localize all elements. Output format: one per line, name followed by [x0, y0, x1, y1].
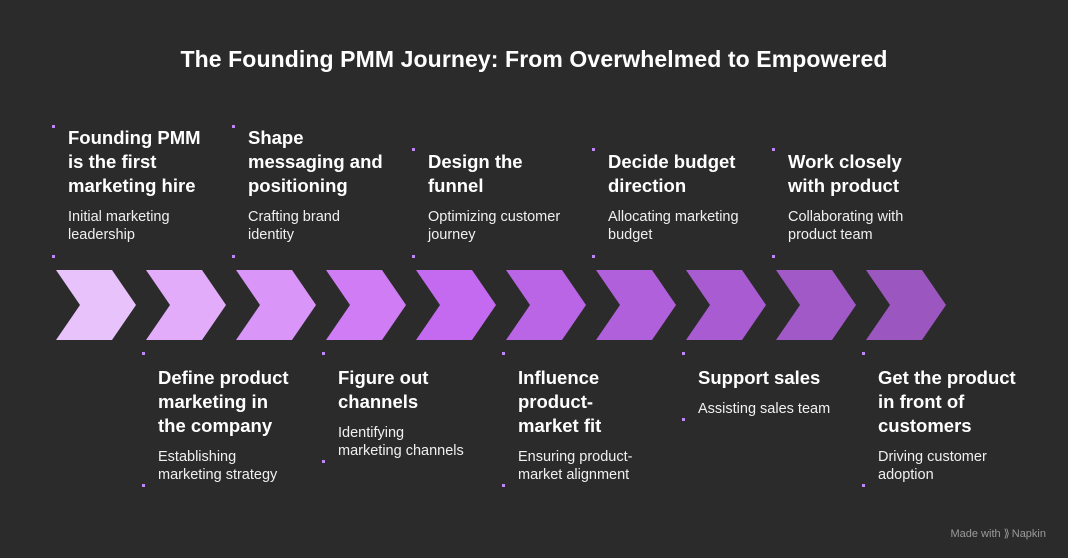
marker-dot — [592, 255, 595, 258]
credit-label: Made with — [950, 528, 1001, 540]
marker-dot — [412, 255, 415, 258]
marker-dot — [592, 148, 595, 151]
marker-dot — [502, 352, 505, 355]
marker-dot — [862, 352, 865, 355]
marker-dot — [52, 125, 55, 128]
step-8: Support sales Assisting sales team — [698, 366, 878, 418]
chevron-step-6 — [506, 270, 586, 340]
chevron-step-5 — [416, 270, 496, 340]
step-6-description: Ensuring product-market alignment — [518, 449, 633, 483]
chevron-step-9 — [776, 270, 856, 340]
chevron-step-3 — [236, 270, 316, 340]
credit-brand: Napkin — [1011, 528, 1046, 540]
chevron-step-10 — [866, 270, 946, 340]
marker-dot — [772, 148, 775, 151]
marker-dot — [412, 148, 415, 151]
chevron-step-4 — [326, 270, 406, 340]
diagram-title: The Founding PMM Journey: From Overwhelm… — [180, 46, 888, 72]
marker-dot — [142, 352, 145, 355]
marker-dot — [52, 255, 55, 258]
marker-dot — [862, 484, 865, 487]
step-8-heading: Support sales — [698, 367, 821, 388]
marker-dot — [322, 460, 325, 463]
marker-dot — [682, 418, 685, 421]
chevron-step-2 — [146, 270, 226, 340]
napkin-logo-icon: ⟫ — [1003, 528, 1010, 540]
marker-dot — [232, 125, 235, 128]
step-8-description: Assisting sales team — [698, 401, 831, 417]
marker-dot — [142, 484, 145, 487]
marker-dot — [682, 352, 685, 355]
made-with-credit: Made with⟫Napkin — [950, 527, 1046, 540]
marker-dot — [232, 255, 235, 258]
chevron-step-7 — [596, 270, 676, 340]
chevron-step-8 — [686, 270, 766, 340]
marker-dot — [502, 484, 505, 487]
chevron-step-1 — [56, 270, 136, 340]
marker-dot — [322, 352, 325, 355]
marker-dot — [772, 255, 775, 258]
